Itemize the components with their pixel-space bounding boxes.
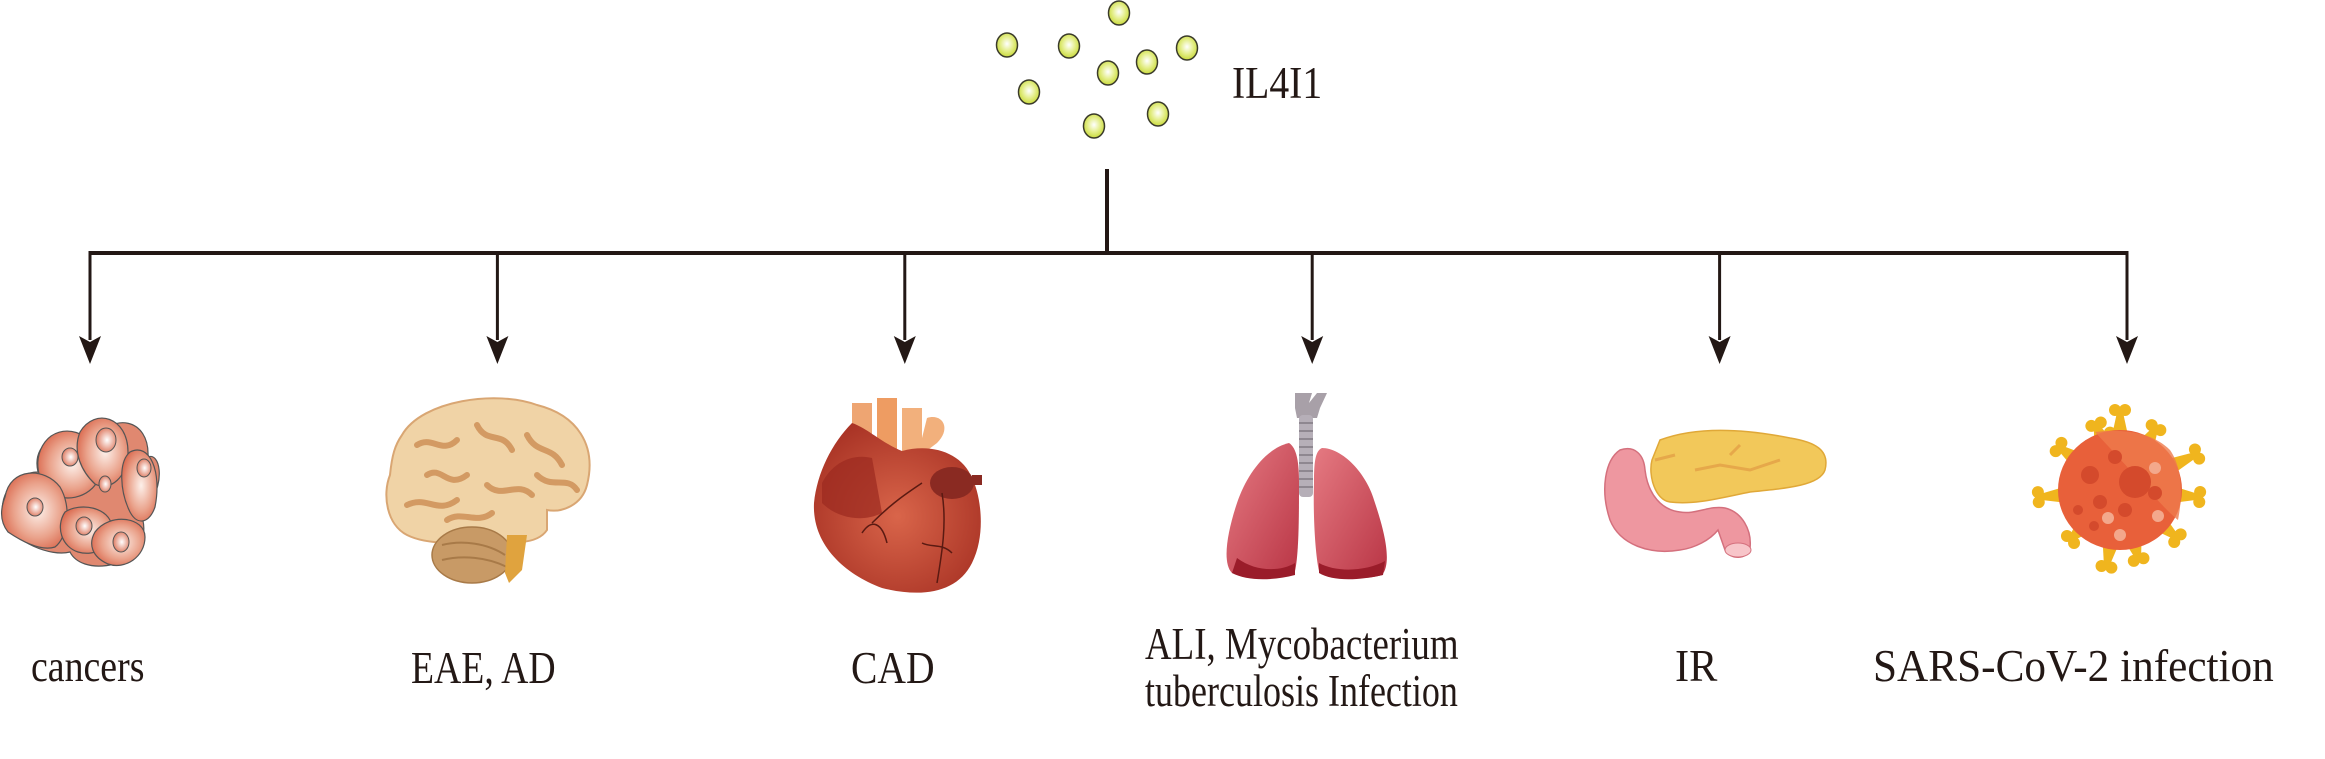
brain-icon xyxy=(385,397,591,584)
target-label-ali-line1: ALI, Mycobacterium xyxy=(1145,619,1459,669)
molecule-dot xyxy=(1082,113,1106,139)
virus-spike-tip xyxy=(2109,404,2121,416)
arrowhead-cancers xyxy=(79,336,101,364)
virus-spike-tip xyxy=(2194,485,2207,498)
target-label-ir: IR xyxy=(1675,640,1718,691)
virus-spike-tip xyxy=(2032,496,2045,509)
virus-spike-tip xyxy=(2127,554,2140,567)
virus-spike-tip xyxy=(2049,445,2062,458)
heart-icon xyxy=(813,398,982,593)
virus-spike-tip xyxy=(2193,495,2206,508)
molecule-dot xyxy=(995,32,1019,58)
virus-spike-tip xyxy=(2154,424,2167,437)
molecule-dot xyxy=(1107,0,1131,26)
virus-spike-tip xyxy=(2031,486,2044,499)
virus-spike-tip xyxy=(2145,419,2158,432)
molecule-dot xyxy=(1146,101,1170,127)
virus-spike-tip xyxy=(2188,443,2201,456)
pancreas-icon xyxy=(1604,429,1827,558)
molecule-dot xyxy=(1096,60,1120,86)
virus-spike-tip xyxy=(2105,561,2118,574)
connector-tree xyxy=(79,169,2138,364)
virus-spike-tip xyxy=(2137,552,2150,565)
arrowhead-cad xyxy=(893,336,916,364)
molecule-dot xyxy=(1135,49,1159,75)
arrowhead-ali-tb xyxy=(1301,336,1324,364)
lungs-icon xyxy=(1226,393,1387,580)
arrowhead-sars xyxy=(2116,336,2138,364)
arrowhead-eae-ad xyxy=(486,336,509,364)
target-label-cad: CAD xyxy=(851,642,935,693)
virus-spike-tip xyxy=(2193,452,2206,465)
virus-spike-tip xyxy=(2068,537,2081,550)
il4i1-label: IL4I1 xyxy=(1232,58,1323,108)
molecule-dot xyxy=(1057,33,1081,59)
virus-spike-tip xyxy=(2174,528,2187,541)
virus-icon xyxy=(2031,404,2207,574)
arrowhead-ir xyxy=(1708,336,1731,364)
target-label-eae-ad: EAE, AD xyxy=(411,642,556,693)
cancer-cells-icon xyxy=(1,417,160,567)
molecule-dot xyxy=(1017,79,1041,105)
virus-spike-tip xyxy=(2095,559,2108,572)
virus-spike-tip xyxy=(2094,416,2107,429)
target-label-ali-line2: tuberculosis Infection xyxy=(1145,666,1458,716)
molecule-dot xyxy=(1175,35,1199,61)
target-label-sars: SARS-CoV-2 infection xyxy=(1873,640,2274,691)
virus-spike-tip xyxy=(2119,404,2131,416)
virus-spike-tip xyxy=(2085,419,2098,432)
il4i1-molecules xyxy=(995,0,1199,139)
target-label-cancers: cancers xyxy=(31,642,145,691)
